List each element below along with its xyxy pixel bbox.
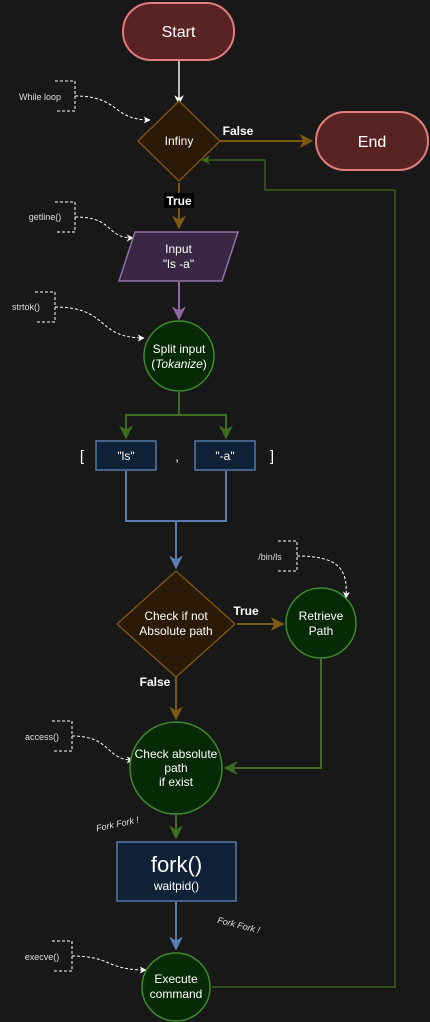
edge-tokens-merge bbox=[125, 471, 227, 568]
edges bbox=[119, 60, 396, 988]
infiny-decision[interactable]: Infiny bbox=[136, 99, 222, 183]
check-label-line1: Check if not bbox=[144, 609, 208, 623]
note-fork-fork-2: Fork Fork ! bbox=[216, 915, 261, 935]
note-getline: getline() bbox=[29, 212, 62, 222]
execute-label-line1: Execute bbox=[154, 972, 198, 986]
exist-label-line2: path bbox=[164, 761, 187, 775]
note-strtok: strtok() bbox=[12, 302, 40, 312]
split-paren-open: ( bbox=[151, 357, 155, 371]
token-a-box[interactable]: "-a" bbox=[194, 440, 256, 471]
bracket-open: [ bbox=[80, 448, 85, 465]
fork-subtitle: waitpid() bbox=[153, 879, 199, 893]
split-paren-close: ) bbox=[203, 357, 207, 371]
input-label-line2: "ls -a" bbox=[163, 257, 194, 271]
note-while-loop: While loop bbox=[19, 92, 61, 102]
execute-label-line2: command bbox=[150, 987, 203, 1001]
input-node[interactable]: Input "ls -a" bbox=[117, 231, 240, 282]
split-node[interactable]: Split input (Tokanize) bbox=[143, 320, 215, 392]
fork-title: fork() bbox=[151, 852, 202, 877]
check-exist-node[interactable]: Check absolute path if exist bbox=[129, 721, 223, 815]
exist-label-line1: Check absolute bbox=[135, 747, 218, 761]
edge-label-false-check: False bbox=[140, 675, 171, 689]
exist-label-line3: if exist bbox=[159, 775, 194, 789]
input-label-line1: Input bbox=[165, 242, 192, 256]
note-arrow-bin-ls bbox=[296, 555, 350, 599]
retrieve-label-line1: Retrieve bbox=[299, 609, 344, 623]
token-ls-box[interactable]: "ls" bbox=[95, 440, 157, 471]
token-ls-label: "ls" bbox=[117, 449, 134, 463]
bracket-close: ] bbox=[270, 448, 274, 465]
edge-label-true-check: True bbox=[233, 604, 259, 618]
edge-label-true-top: True bbox=[166, 194, 192, 208]
note-arrow-while-loop bbox=[74, 95, 151, 124]
start-label: Start bbox=[162, 24, 196, 41]
note-bin-ls: /bin/ls bbox=[258, 552, 282, 562]
execute-node[interactable]: Execute command bbox=[141, 952, 211, 1022]
token-comma: , bbox=[175, 449, 179, 464]
check-absolute-decision[interactable]: Check if not Absolute path bbox=[115, 569, 237, 679]
edge-label-false-top: False bbox=[223, 124, 254, 138]
token-a-label: "-a" bbox=[215, 449, 234, 463]
split-tokenize: Tokanize bbox=[155, 357, 203, 371]
split-label-line1: Split input bbox=[153, 342, 206, 356]
split-label-line2: (Tokanize) bbox=[151, 357, 207, 371]
retrieve-label-line2: Path bbox=[309, 624, 334, 638]
note-execve: execve() bbox=[25, 952, 60, 962]
edge-split-to-tokens bbox=[125, 392, 227, 438]
end-label: End bbox=[358, 134, 386, 151]
note-arrow-strtok bbox=[54, 306, 145, 342]
note-arrow-execve bbox=[71, 955, 147, 974]
retrieve-path-node[interactable]: Retrieve Path bbox=[285, 587, 357, 659]
edge-retrieve-to-exist bbox=[223, 659, 322, 775]
end-node[interactable]: End bbox=[315, 111, 429, 171]
annotations bbox=[35, 80, 350, 974]
edge-labels: True False True False bbox=[140, 124, 259, 689]
note-fork-fork-1: Fork Fork ! bbox=[95, 815, 140, 834]
annotation-labels: While loop getline() strtok() /bin/ls ac… bbox=[12, 92, 282, 962]
edge-execute-loop-back bbox=[201, 155, 396, 988]
note-access: access() bbox=[25, 732, 59, 742]
note-arrow-getline bbox=[74, 216, 134, 242]
check-label-line2: Absolute path bbox=[139, 624, 212, 638]
fork-node[interactable]: fork() waitpid() bbox=[116, 841, 237, 902]
note-arrow-access bbox=[71, 735, 134, 764]
infiny-label: Infiny bbox=[165, 134, 194, 148]
start-node[interactable]: Start bbox=[122, 2, 235, 61]
